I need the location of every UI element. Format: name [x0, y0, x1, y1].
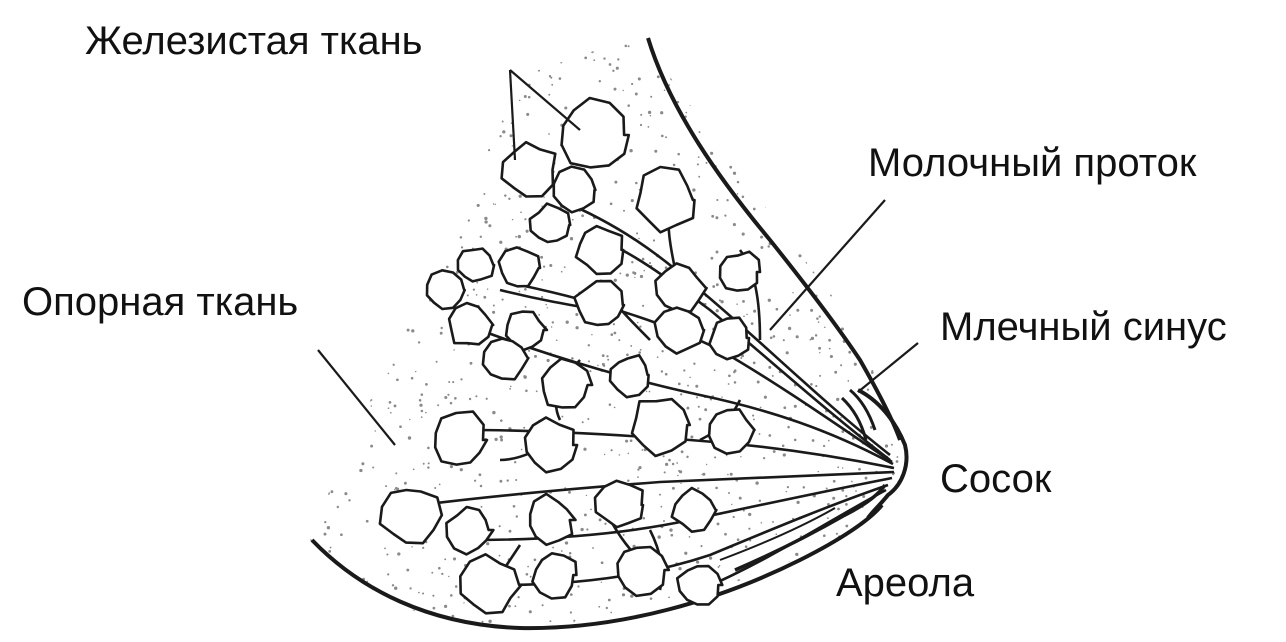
lobule [610, 355, 649, 397]
lobule [460, 554, 521, 613]
label-glandular-tissue: Железистая ткань [85, 19, 423, 63]
label-milk-sinus: Млечный синус [940, 305, 1227, 349]
lobule [435, 412, 487, 465]
glandular-lobules [380, 98, 760, 613]
lobule [554, 167, 596, 213]
lobule [632, 399, 690, 456]
label-areola: Ареола [836, 561, 975, 605]
lobule [532, 553, 576, 598]
leader-duct [770, 200, 885, 330]
lobule [720, 252, 760, 291]
lobule [637, 167, 695, 232]
label-nipple: Сосок [940, 457, 1052, 501]
lobule [449, 303, 493, 344]
lobule [380, 490, 442, 543]
lobule [595, 481, 643, 527]
lobule [677, 566, 722, 604]
lobule [562, 98, 629, 167]
lobule [499, 247, 540, 286]
lobule [655, 263, 706, 311]
lobule [530, 204, 570, 242]
label-supporting-tissue: Опорная ткань [22, 280, 298, 324]
lobule [502, 142, 556, 196]
lobule [574, 281, 624, 325]
lobule [525, 418, 577, 473]
leader-glandular-a [510, 70, 580, 130]
lobule [427, 270, 465, 309]
lobule [709, 318, 749, 360]
skin-contour-upper [648, 38, 900, 440]
lobule [530, 494, 575, 545]
lobule [709, 409, 754, 453]
lobule [458, 249, 494, 282]
lobule [576, 226, 623, 274]
areola-shape [735, 485, 885, 570]
lobule [655, 308, 705, 354]
lobule [446, 507, 493, 554]
leader-supporting [318, 350, 395, 445]
label-milk-duct: Молочный проток [868, 141, 1197, 185]
leader-sinus [858, 343, 918, 392]
lobule [672, 488, 717, 532]
